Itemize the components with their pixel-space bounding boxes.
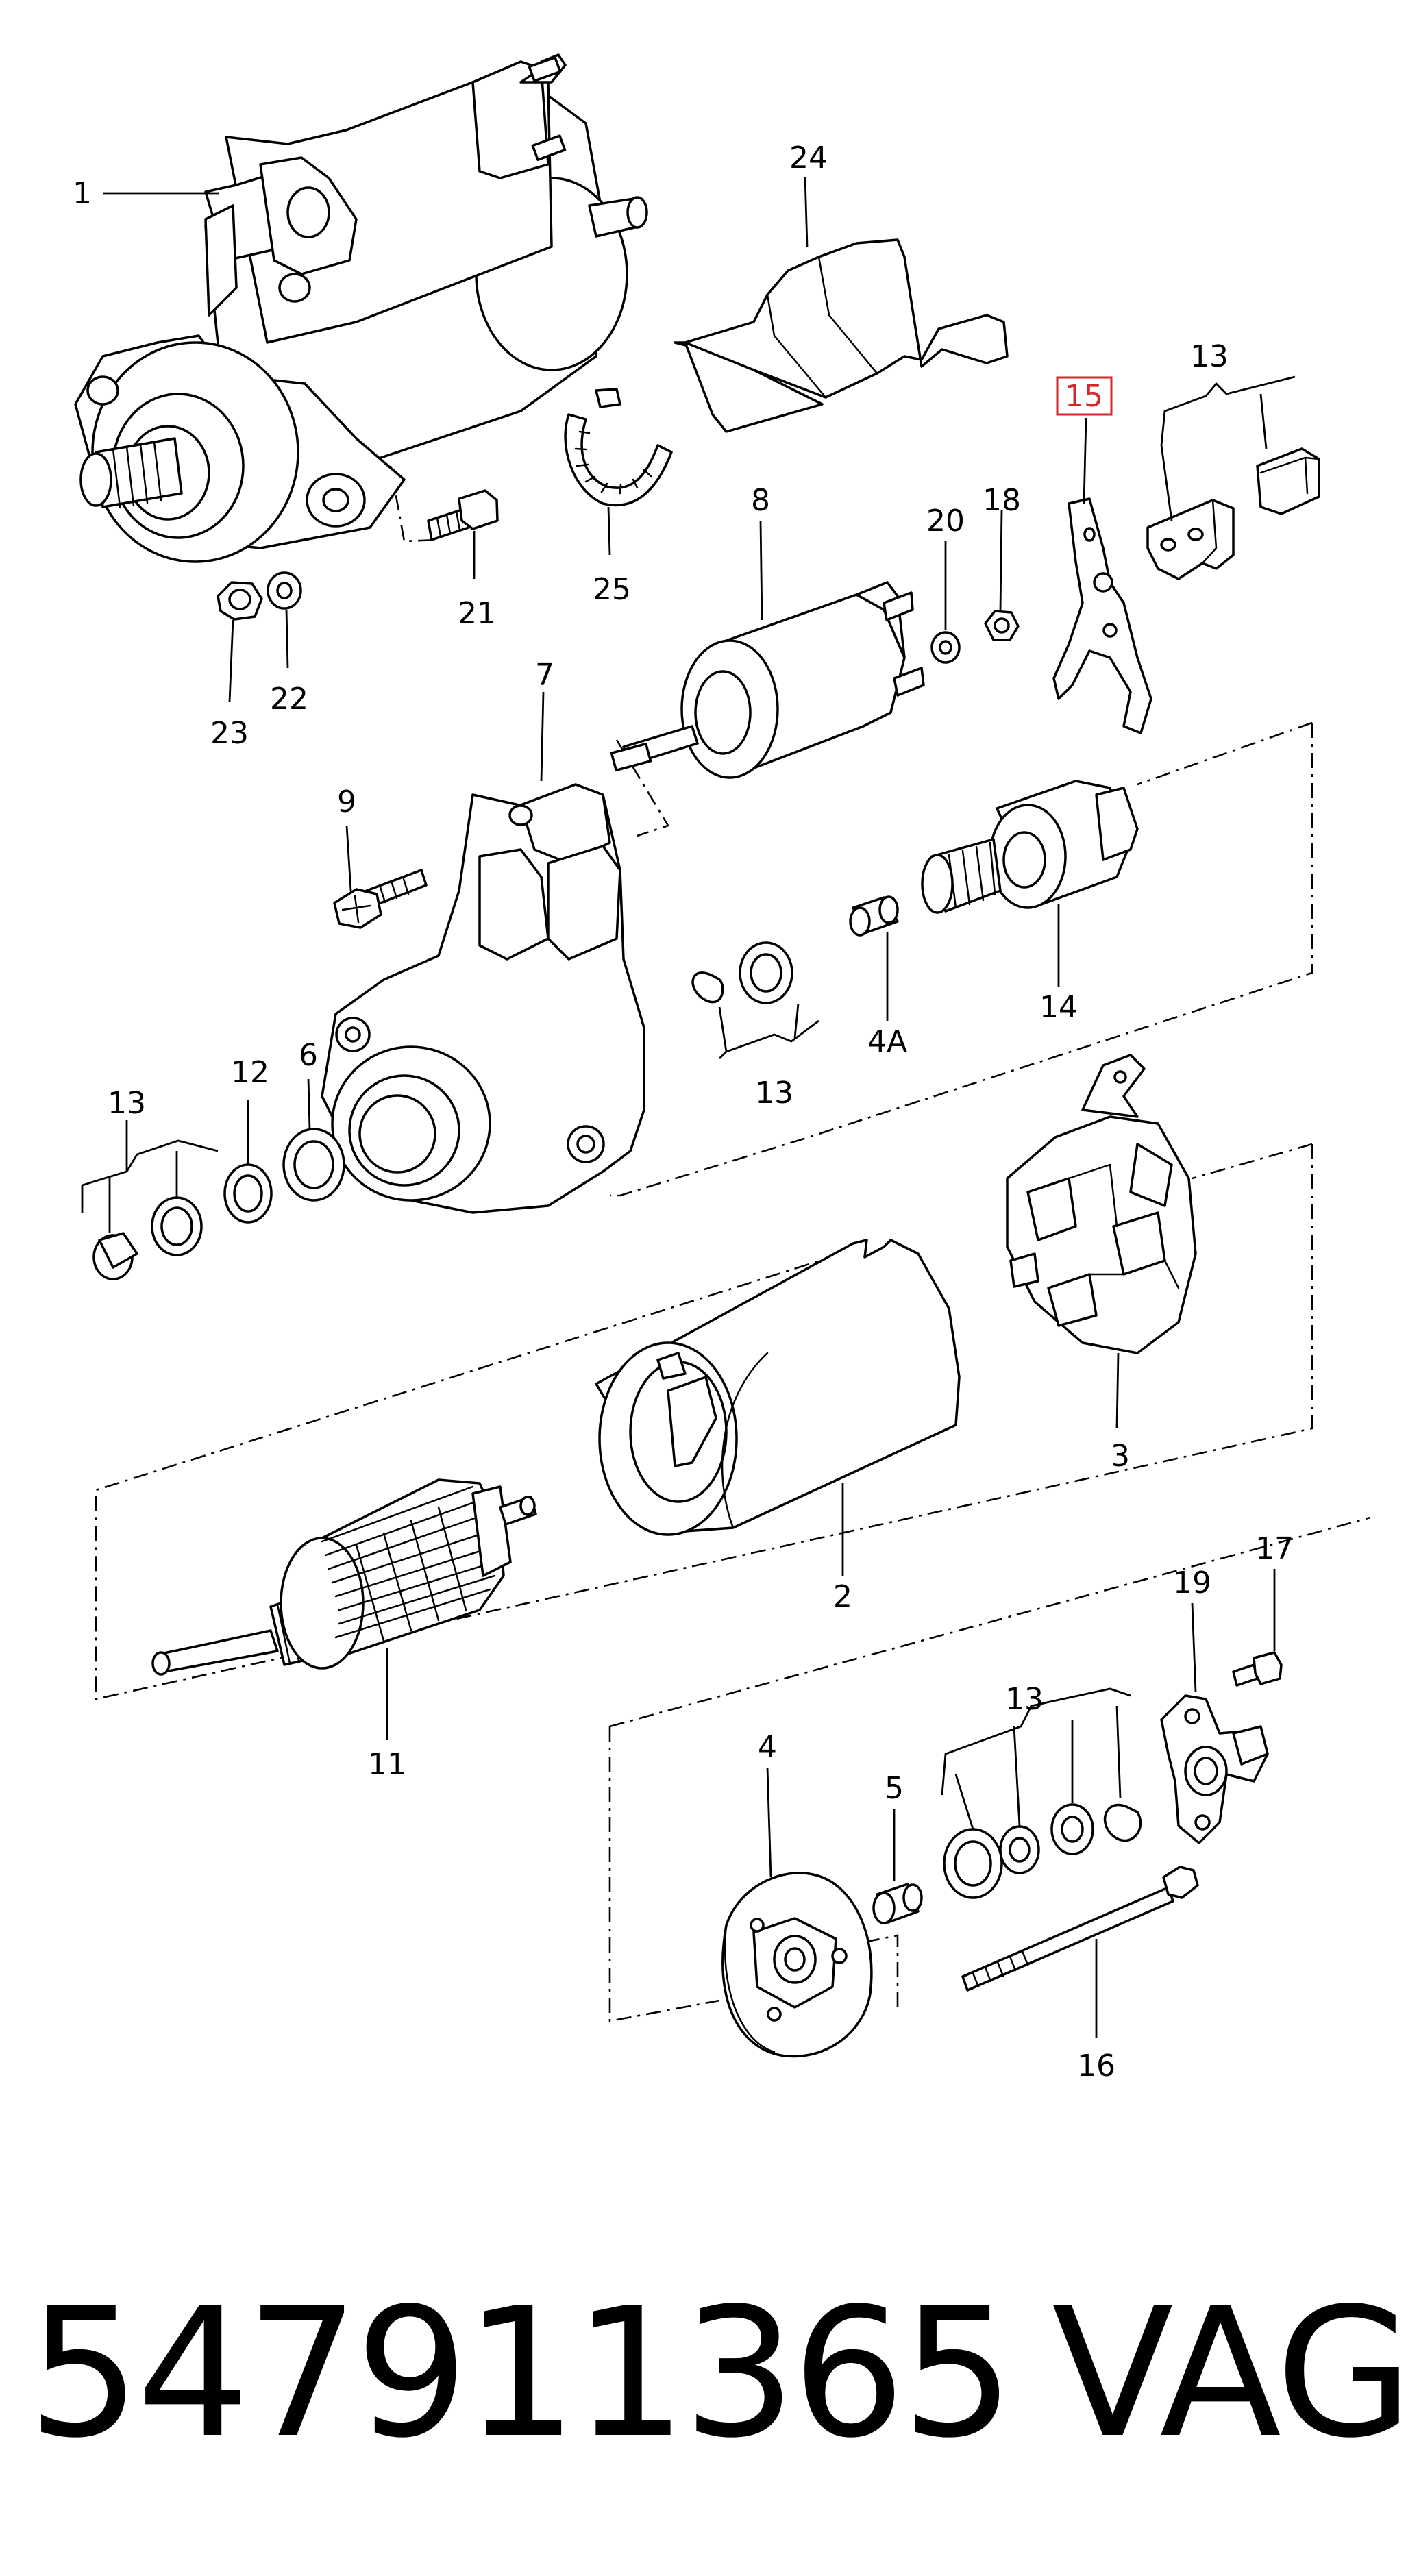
part-6-seal-ring xyxy=(282,1128,345,1202)
callout-16: 16 xyxy=(1077,2048,1115,2083)
part-20-washer xyxy=(930,631,961,664)
callout-14: 14 xyxy=(1039,990,1078,1025)
callout-13-left: 13 xyxy=(108,1086,146,1121)
part-13-mid-rings xyxy=(691,941,793,1004)
highlight-box-15 xyxy=(1056,376,1113,416)
callout-13-mid: 13 xyxy=(755,1076,793,1111)
part-18-nut xyxy=(984,610,1020,641)
part-23-nut xyxy=(217,581,263,621)
callout-13-bottom: 13 xyxy=(1005,1682,1044,1717)
callout-24: 24 xyxy=(789,140,828,175)
part-19-bracket xyxy=(1160,1694,1269,1844)
callout-7: 7 xyxy=(535,658,554,693)
callout-1: 1 xyxy=(73,176,92,211)
callout-19: 19 xyxy=(1173,1565,1211,1600)
part-4a-bushing xyxy=(849,895,899,937)
part-13-bottom-rings xyxy=(943,1803,1142,1899)
footer: 547911365 VAG xyxy=(27,2254,1414,2494)
part-24-cover xyxy=(674,238,1009,433)
part-17-bolt xyxy=(1232,1651,1283,1687)
part-7-drive-housing xyxy=(321,783,645,1214)
part-5-bushing xyxy=(872,1883,923,1924)
part-16-through-bolt xyxy=(961,1866,1199,1992)
part-13-top-clips xyxy=(1146,447,1320,580)
callout-9: 9 xyxy=(337,784,356,819)
part-8-solenoid xyxy=(610,581,925,779)
leader-lines xyxy=(81,176,1296,2038)
callout-11: 11 xyxy=(368,1747,406,1782)
part-14-pinion-drive xyxy=(921,780,1139,914)
callout-17: 17 xyxy=(1255,1531,1294,1566)
part-9-screw xyxy=(333,869,428,929)
part-number: 547911365 xyxy=(27,2270,1015,2477)
assembly-outlines xyxy=(95,465,1371,2022)
callout-18: 18 xyxy=(983,483,1021,518)
part-4-end-cap xyxy=(721,1872,873,2058)
part-15-fork-lever xyxy=(1052,497,1152,734)
callout-20: 20 xyxy=(926,504,965,538)
part-12-seal-ring xyxy=(223,1163,273,1224)
callout-3: 3 xyxy=(1111,1439,1130,1474)
brand-name: VAG xyxy=(1052,2270,1414,2477)
part-25-strap xyxy=(564,388,673,507)
callout-5: 5 xyxy=(885,1771,904,1806)
callout-13-top: 13 xyxy=(1190,339,1229,374)
part-2-stator-housing xyxy=(595,1239,961,1536)
callout-21: 21 xyxy=(458,596,496,631)
callout-23: 23 xyxy=(210,716,249,751)
part-3-brush-holder xyxy=(1006,1054,1197,1354)
part-13-left-cap-and-washer xyxy=(92,1196,203,1280)
part-1-starter-assembly xyxy=(74,53,648,563)
callout-4a: 4A xyxy=(867,1024,907,1059)
part-22-washer xyxy=(267,571,302,610)
callout-2: 2 xyxy=(833,1579,852,1614)
callout-labels: 1 24 15 13 25 21 22 23 8 20 18 7 9 14 4A… xyxy=(73,140,1294,2083)
part-21-bolt xyxy=(427,489,499,541)
callout-6: 6 xyxy=(299,1038,318,1073)
callout-15: 15 xyxy=(1065,379,1103,414)
callout-12: 12 xyxy=(231,1055,269,1090)
callout-25: 25 xyxy=(593,572,631,607)
part-11-armature xyxy=(151,1478,537,1676)
callout-22: 22 xyxy=(270,682,308,717)
callout-4: 4 xyxy=(758,1730,777,1765)
callout-8: 8 xyxy=(751,483,770,518)
